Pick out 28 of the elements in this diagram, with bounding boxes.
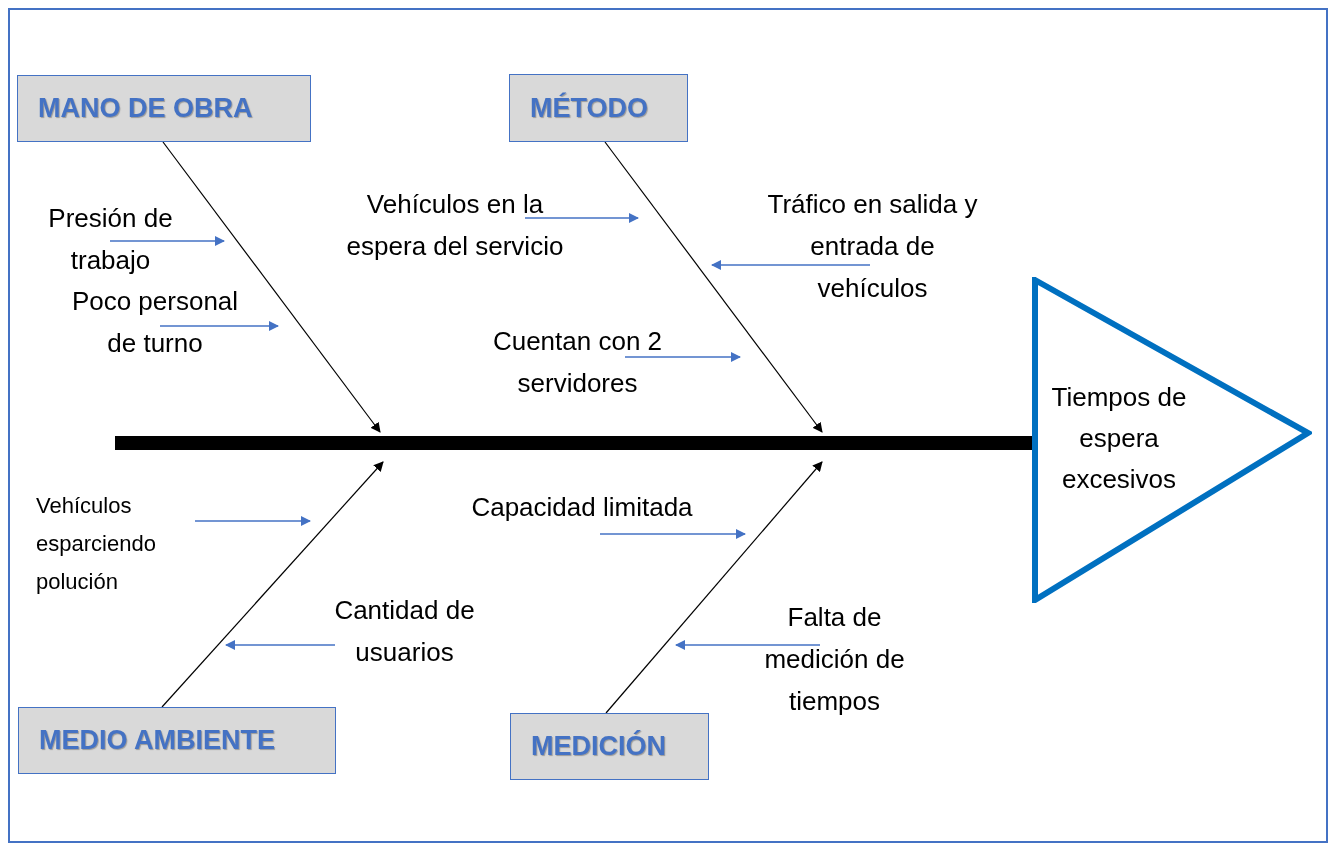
arrow	[109, 236, 225, 246]
arrow	[524, 213, 639, 223]
cause-label: Tráfico en salida y entrada de vehículos	[760, 183, 985, 309]
bone-arrow	[162, 141, 381, 433]
cause-label: Poco personal de turno	[60, 280, 250, 364]
arrow	[675, 640, 821, 650]
category-box: MANO DE OBRA	[17, 75, 311, 142]
category-box: MEDIO AMBIENTE	[18, 707, 336, 774]
bone-arrow	[604, 141, 823, 433]
category-box: MÉTODO	[509, 74, 688, 142]
cause-label: Presión de trabajo	[28, 197, 193, 281]
arrow	[599, 529, 746, 539]
effect-label: Tiempos de espera excesivos	[1050, 381, 1188, 496]
cause-label: Cantidad de usuarios	[312, 589, 497, 673]
bone-arrow	[161, 461, 384, 708]
bone-arrow	[605, 461, 823, 714]
cause-label: Vehículos en la espera del servicio	[330, 183, 580, 267]
cause-label: Falta de medición de tiempos	[742, 596, 927, 722]
spine-line	[115, 436, 1032, 450]
cause-label: Vehículos esparciendo polución	[36, 487, 206, 601]
arrow	[194, 516, 311, 526]
arrow	[225, 640, 336, 650]
category-box: MEDICIÓN	[510, 713, 709, 780]
arrow	[159, 321, 279, 331]
cause-label: Capacidad limitada	[462, 486, 702, 546]
arrow	[624, 352, 741, 362]
arrow	[711, 260, 871, 270]
cause-label: Cuentan con 2 servidores	[465, 320, 690, 404]
